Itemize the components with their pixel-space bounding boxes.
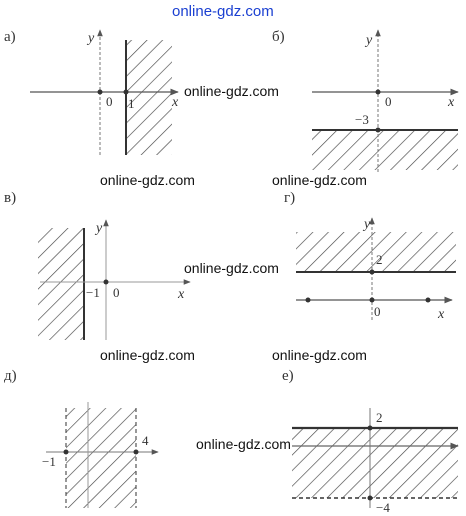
watermark: online-gdz.com xyxy=(272,172,367,188)
point-minus-1 xyxy=(63,449,69,455)
origin-point xyxy=(103,279,109,285)
point-minus-3 xyxy=(375,127,381,133)
tick-minus-1: −1 xyxy=(42,454,56,469)
panel-v-label: в) xyxy=(4,190,17,206)
shaded-region xyxy=(66,408,136,508)
shaded-region xyxy=(312,130,458,170)
point-left xyxy=(305,297,311,303)
y-label: y xyxy=(364,33,373,48)
panel-e: 2 −4 xyxy=(292,408,459,515)
origin-point xyxy=(97,89,103,95)
point-2 xyxy=(369,269,375,275)
panel-d: −1 4 xyxy=(42,402,159,508)
point-2 xyxy=(367,425,373,431)
shaded-region xyxy=(296,232,456,272)
tick-4: 4 xyxy=(142,433,149,448)
panel-e-label: е) xyxy=(282,368,294,384)
tick-0: 0 xyxy=(385,94,392,109)
tick-0: 0 xyxy=(106,94,113,109)
x-label: x xyxy=(447,95,455,110)
tick-2: 2 xyxy=(376,252,383,267)
panel-g: y x 0 2 xyxy=(296,217,456,322)
panel-b: y x 0 −3 xyxy=(312,29,459,172)
tick-minus-4: −4 xyxy=(376,500,390,515)
watermark: online-gdz.com xyxy=(196,436,291,452)
tick-2: 2 xyxy=(376,410,383,425)
origin-point xyxy=(369,297,375,303)
x-label: x xyxy=(177,287,185,302)
watermark: online-gdz.com xyxy=(184,260,279,276)
y-label: y xyxy=(94,221,103,236)
shaded-region xyxy=(126,40,172,155)
watermark: online-gdz.com xyxy=(272,347,367,363)
point-right xyxy=(425,297,431,303)
shaded-region xyxy=(292,428,458,498)
panel-b-label: б) xyxy=(272,29,285,45)
tick-1: 1 xyxy=(128,96,135,111)
point-minus-4 xyxy=(367,495,373,501)
watermark: online-gdz.com xyxy=(100,347,195,363)
tick-minus-1: −1 xyxy=(86,285,100,300)
watermark-top: online-gdz.com xyxy=(172,3,274,20)
panel-g-label: г) xyxy=(284,190,296,206)
tick-0: 0 xyxy=(374,304,381,319)
panel-v: y x 0 −1 xyxy=(38,219,191,340)
x-label: x xyxy=(171,95,179,110)
watermark: online-gdz.com xyxy=(100,172,195,188)
panel-a-label: а) xyxy=(4,29,16,45)
shaded-region xyxy=(38,228,84,340)
tick-0: 0 xyxy=(113,285,120,300)
tick-minus-3: −3 xyxy=(355,112,369,127)
y-label: y xyxy=(86,31,95,46)
point-1 xyxy=(123,89,129,95)
y-label: y xyxy=(362,217,371,232)
panel-d-label: д) xyxy=(4,368,17,384)
panel-a: y x 0 1 xyxy=(30,29,179,155)
watermark: online-gdz.com xyxy=(184,83,279,99)
point-4 xyxy=(133,449,139,455)
origin-point xyxy=(375,89,381,95)
x-label: x xyxy=(437,307,445,322)
